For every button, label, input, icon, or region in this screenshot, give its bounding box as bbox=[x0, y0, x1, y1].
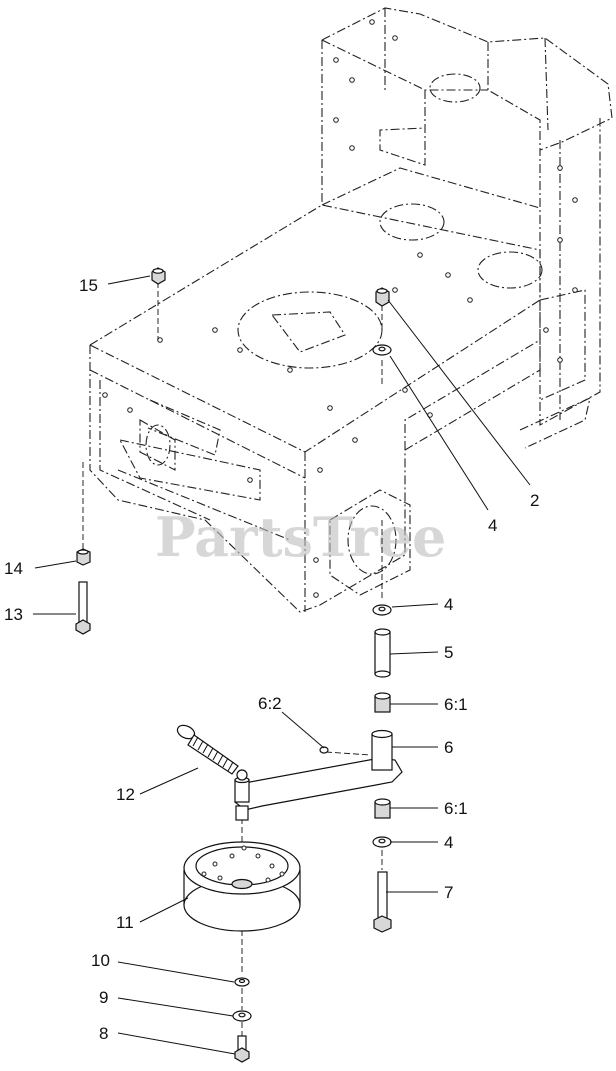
callout-6-1-lower: 6:1 bbox=[444, 799, 468, 818]
part-13-bolt bbox=[75, 581, 91, 635]
part-6-idler-arm bbox=[234, 729, 403, 821]
callout-4-lower: 4 bbox=[444, 833, 453, 852]
part-5-spacer bbox=[374, 628, 391, 678]
callout-12: 12 bbox=[116, 785, 135, 804]
callout-2: 2 bbox=[530, 491, 539, 510]
part-2-nut bbox=[375, 287, 390, 307]
callout-7: 7 bbox=[444, 883, 453, 902]
part-14-nut bbox=[76, 548, 91, 566]
callout-10: 10 bbox=[91, 951, 110, 970]
part-11-pulley bbox=[183, 841, 301, 932]
leader-lines bbox=[33, 275, 531, 1055]
part-4-washer-top bbox=[372, 344, 392, 356]
callout-4-upper: 4 bbox=[488, 516, 497, 535]
callout-15: 15 bbox=[79, 276, 98, 295]
callout-4-mid: 4 bbox=[444, 595, 453, 614]
callout-14: 14 bbox=[4, 559, 23, 578]
callout-labels: 15 2 4 14 13 4 5 6:1 6:2 6 12 6:1 4 7 11… bbox=[4, 276, 539, 1043]
part-8-bolt bbox=[234, 1035, 250, 1063]
callout-13: 13 bbox=[4, 605, 23, 624]
callout-11: 11 bbox=[116, 913, 134, 932]
watermark: PartsTree bbox=[155, 505, 446, 569]
callout-6-1-upper: 6:1 bbox=[444, 695, 468, 714]
callout-6-2: 6:2 bbox=[258, 694, 282, 713]
callout-8: 8 bbox=[99, 1024, 108, 1043]
part-7-bolt bbox=[373, 871, 392, 933]
frame-holes bbox=[102, 19, 578, 598]
part-4-washer-mid bbox=[372, 604, 392, 616]
callout-9: 9 bbox=[99, 988, 108, 1007]
part-10-washer bbox=[234, 977, 250, 987]
part-6-1-bushing-lower bbox=[374, 798, 391, 819]
part-9-washer bbox=[232, 1010, 252, 1022]
callout-5: 5 bbox=[444, 643, 453, 662]
part-15-nut bbox=[151, 267, 166, 285]
frame-assembly bbox=[88, 7, 613, 613]
part-12-spring bbox=[176, 724, 248, 781]
part-6-1-bushing-upper bbox=[374, 692, 391, 713]
part-4-washer-low bbox=[372, 836, 392, 848]
callout-6: 6 bbox=[444, 738, 453, 757]
